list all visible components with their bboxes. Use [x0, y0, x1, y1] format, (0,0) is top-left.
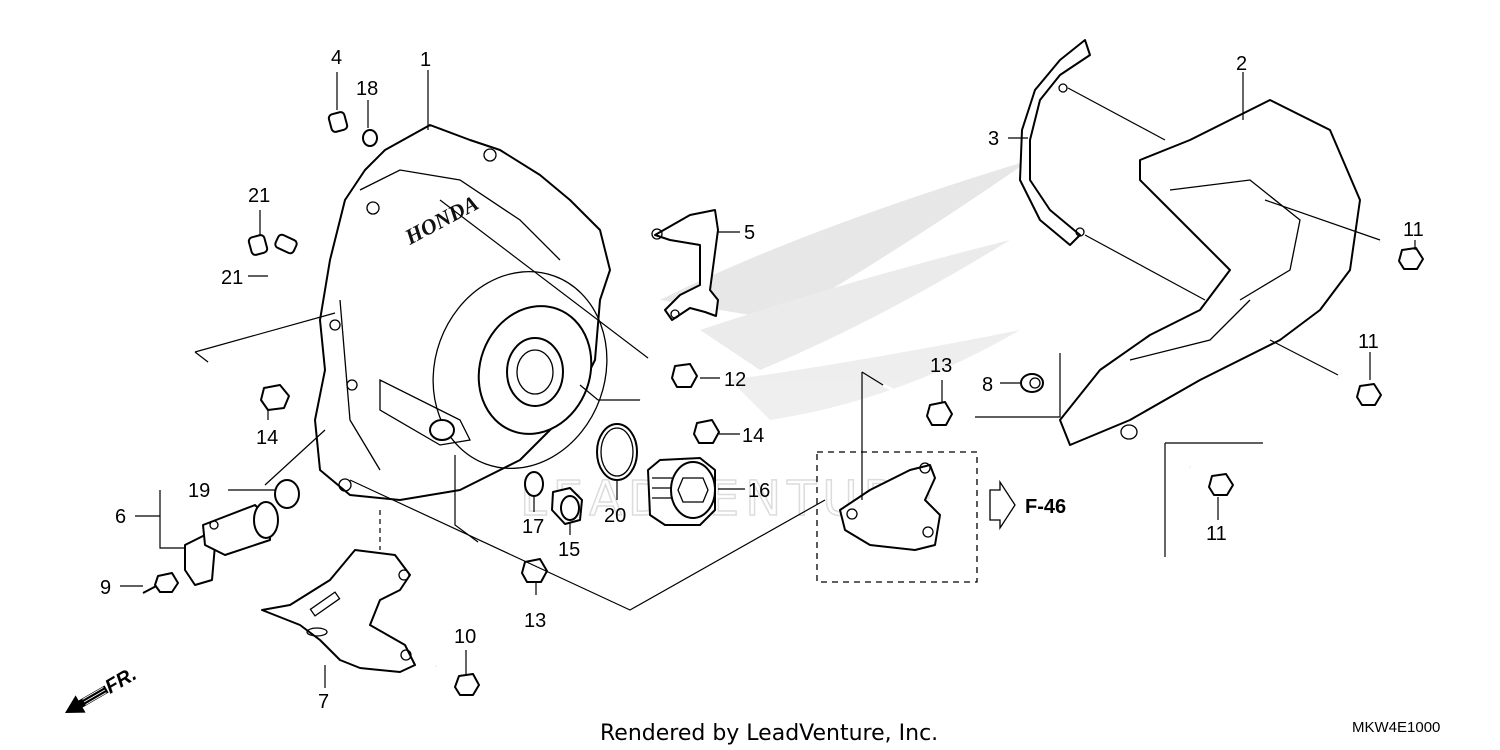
callout-1: 1 — [420, 49, 431, 71]
part-21-dowel-pin-a — [247, 234, 269, 256]
callout-8: 8 — [982, 374, 993, 396]
callout-13-lower: 13 — [524, 610, 546, 632]
part-4-dowel-pin — [327, 111, 349, 133]
part-7-bracket — [261, 549, 416, 673]
part-16-plug — [647, 457, 716, 526]
callout-7: 7 — [318, 691, 329, 713]
callout-9: 9 — [100, 577, 111, 599]
callouts: 1 2 3 4 5 6 7 8 9 10 11 11 11 12 13 13 1… — [100, 47, 1424, 713]
callout-13-upper: 13 — [930, 355, 952, 377]
bolt-12 — [647, 356, 698, 388]
callout-11-boxed: 11 — [1206, 523, 1227, 545]
callout-4: 4 — [331, 47, 342, 69]
callout-14-left: 14 — [256, 427, 278, 449]
part-18-o-ring — [362, 129, 378, 147]
front-direction-indicator: FR. — [65, 663, 140, 713]
bolt-9 — [142, 572, 179, 594]
detail-box-f46: F-46 — [816, 451, 1066, 583]
footer-credit: Rendered by LeadVenture, Inc. — [600, 721, 938, 746]
callout-21-lower: 21 — [221, 267, 243, 289]
callout-2: 2 — [1236, 53, 1247, 75]
bolt-13-upper — [882, 383, 953, 426]
callout-21-upper: 21 — [248, 185, 270, 207]
callout-11-middle: 11 — [1358, 331, 1379, 353]
part-21-dowel-pin-b — [274, 233, 298, 255]
leader-lines — [120, 70, 1416, 688]
reference-label: F-46 — [1025, 496, 1066, 518]
callout-5: 5 — [744, 222, 755, 244]
part-3-seal — [1019, 39, 1091, 246]
collar-8-bracket-line — [975, 353, 1061, 418]
callout-15: 15 — [558, 539, 580, 561]
bolt-11-bracket-line — [1164, 442, 1263, 557]
bolt-11-boxed — [1189, 465, 1234, 496]
bolt-13-lower — [477, 540, 548, 583]
bolt-10 — [435, 664, 480, 696]
callout-17: 17 — [522, 516, 544, 538]
watermark-wing-pattern — [660, 160, 1030, 420]
callout-20: 20 — [604, 505, 626, 527]
callout-14-right: 14 — [742, 425, 764, 447]
part-5-bracket — [651, 209, 719, 321]
callout-10: 10 — [454, 626, 476, 648]
part-19-o-ring — [274, 479, 300, 509]
diagram-code: MKW4E1000 — [1352, 719, 1440, 736]
part-6-sensor — [184, 501, 279, 586]
part-17-washer — [524, 471, 544, 497]
part-2-cover — [1059, 99, 1361, 446]
bolt-14-right — [639, 398, 720, 444]
callout-3: 3 — [988, 128, 999, 150]
callout-11-upper: 11 — [1403, 219, 1424, 241]
part-20-o-ring-inner — [600, 427, 634, 477]
bolt-11-upper — [1379, 240, 1424, 270]
callout-19: 19 — [188, 480, 210, 502]
part-8-collar — [1020, 373, 1044, 393]
part-1-crankcase-cover: HONDA — [314, 124, 611, 501]
part-15-bolt — [551, 487, 583, 525]
part-20-o-ring — [596, 423, 638, 481]
callout-6: 6 — [115, 506, 126, 528]
callout-18: 18 — [356, 78, 378, 100]
bolt-11-middle — [1337, 376, 1382, 406]
callout-16: 16 — [748, 480, 770, 502]
bolt-14-left — [207, 360, 290, 411]
callout-12: 12 — [724, 369, 746, 391]
